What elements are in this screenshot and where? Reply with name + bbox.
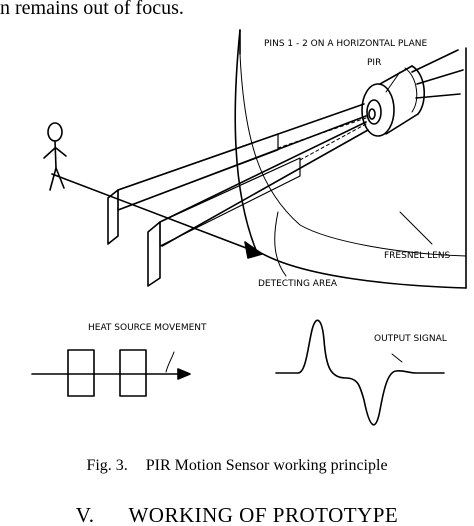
fresnel-leader-line [399,211,433,245]
pins-label: PINS 1 - 2 ON A HORIZONTAL PLANE [264,39,427,49]
body-text-fragment: n remains out of focus. [0,0,184,19]
detecting-area-label: DETECTING AREA [258,279,338,289]
detection-zone-blocks [107,133,301,287]
output-signal-waveform [275,319,445,426]
figure-caption: Fig. 3. PIR Motion Sensor working princip… [0,456,474,476]
pir-sensor-icon [361,49,464,137]
figure-number: Fig. 3. [86,457,128,474]
heat-source-label: HEAT SOURCE MOVEMENT [88,323,207,333]
pir-leader-line [385,71,401,93]
fresnel-lens-label: FRESNEL LENS [384,251,451,261]
fresnel-lens-panel [234,29,467,289]
output-signal-label: OUTPUT SIGNAL [374,334,447,344]
pir-label: PIR [367,58,381,68]
section-number: V. [75,503,95,526]
movement-arrow [51,173,263,259]
person-figure [43,122,67,191]
section-title: WORKING OF PROTOTYPE [128,503,399,526]
detecting-area-leader-line [274,211,287,277]
sensor-beams [117,103,369,247]
section-heading: V. WORKING OF PROTOTYPE [0,502,474,526]
heat-source-diagram [31,349,191,397]
figure-caption-text: PIR Motion Sensor working principle [145,457,388,474]
